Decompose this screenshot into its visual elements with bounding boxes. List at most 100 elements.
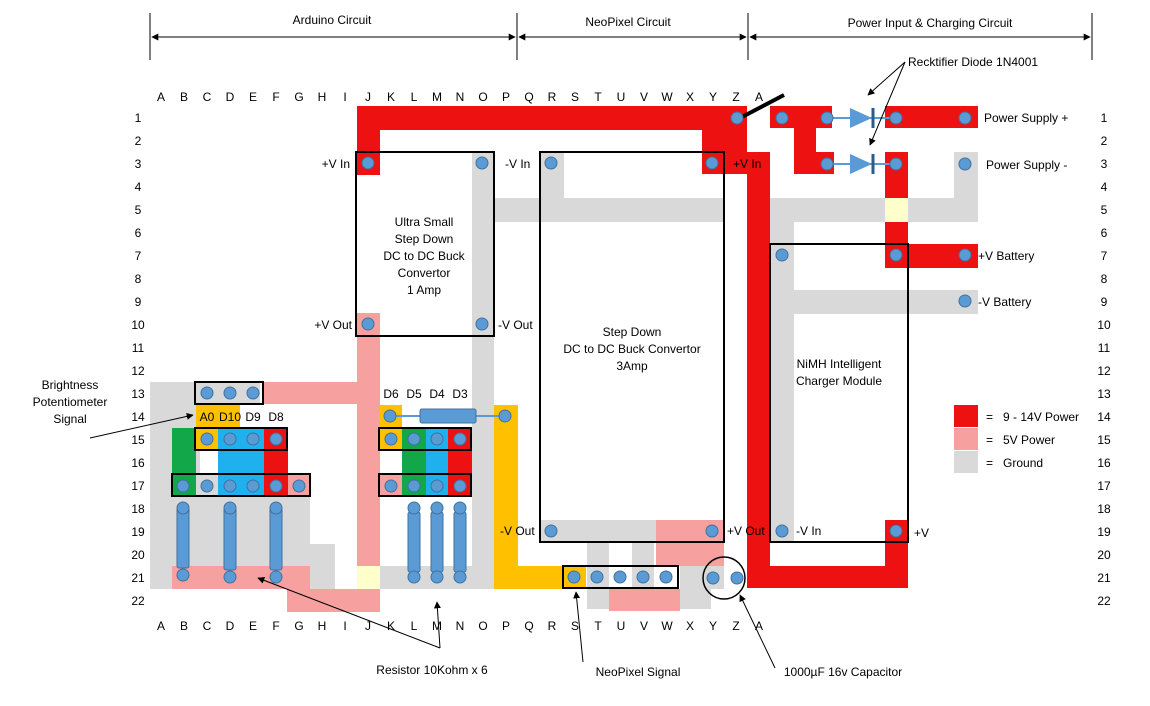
pin-labels: +V In -V In +V Out -V Out +V In -V Out +… (200, 111, 1069, 540)
resistor-2 (223, 507, 237, 571)
legend-swatch-high (954, 405, 978, 427)
row-label-left: 5 (135, 203, 142, 217)
column-label-bottom: T (594, 619, 602, 633)
row-label-right: 18 (1097, 502, 1111, 516)
solder-pad (730, 571, 744, 585)
solder-pad (636, 570, 650, 584)
column-label-top: O (478, 90, 487, 104)
legend-swatch-5v (954, 428, 978, 450)
column-label-top: L (411, 90, 418, 104)
column-label-bottom: A (157, 619, 165, 633)
row-label-right: 5 (1101, 203, 1108, 217)
small-vin-label: +V In (322, 157, 350, 171)
row-label-right: 16 (1097, 456, 1111, 470)
column-label-top: V (640, 90, 648, 104)
column-label-top: W (661, 90, 673, 104)
column-label-top: U (617, 90, 626, 104)
module-small-buck: Ultra Small Step Down DC to DC Buck Conv… (355, 151, 495, 337)
column-label-bottom: X (686, 619, 694, 633)
column-label-top: A (157, 90, 165, 104)
pin-d10: D10 (219, 410, 241, 424)
capacitor-outline (702, 556, 746, 600)
resistor-6 (453, 511, 467, 573)
column-label-top: Y (709, 90, 717, 104)
pin-a0: A0 (200, 410, 215, 424)
annotation-texts: Recktifier Diode 1N4001 Brightness Poten… (33, 55, 1039, 679)
column-label-top: R (548, 90, 557, 104)
solder-pad (361, 317, 375, 331)
small-buck-line-3: DC to DC Buck (383, 249, 465, 263)
solder-pad (730, 111, 744, 125)
row-label-left: 10 (131, 318, 145, 332)
row-label-right: 13 (1097, 387, 1111, 401)
resistor-5 (430, 511, 444, 573)
psu-plus-label: Power Supply + (984, 111, 1068, 125)
solder-pad (269, 479, 283, 493)
legend-label-5v: = 5V Power (986, 433, 1055, 447)
solder-pad (407, 432, 421, 446)
column-label-bottom: U (617, 619, 626, 633)
column-label-top: I (343, 90, 346, 104)
column-label-bottom: Y (709, 619, 717, 633)
column-label-bottom: I (343, 619, 346, 633)
row-label-left: 22 (131, 594, 145, 608)
solder-pad (475, 317, 489, 331)
row-label-left: 20 (131, 548, 145, 562)
solder-pad (453, 570, 467, 584)
column-label-top: H (318, 90, 327, 104)
small-gnd-out-label: -V Out (498, 318, 533, 332)
solder-pad (176, 479, 190, 493)
solder-pad (613, 570, 627, 584)
solder-pad (384, 479, 398, 493)
column-label-bottom: H (318, 619, 327, 633)
solder-pad (430, 501, 444, 515)
row-label-right: 6 (1101, 226, 1108, 240)
row-label-left: 16 (131, 456, 145, 470)
small-gnd-in-label: -V In (505, 157, 530, 171)
solder-pad (269, 432, 283, 446)
pin-d5: D5 (406, 387, 422, 401)
row-label-right: 9 (1101, 295, 1108, 309)
solder-pad (407, 479, 421, 493)
big-vin-label: +V In (733, 157, 761, 171)
row-label-right: 21 (1097, 571, 1111, 585)
column-label-bottom: D (226, 619, 235, 633)
resistor-annotation: Resistor 10Kohm x 6 (376, 663, 488, 677)
column-label-bottom: R (548, 619, 557, 633)
solder-pad (383, 409, 397, 423)
solder-pad (223, 501, 237, 515)
row-label-right: 11 (1098, 341, 1111, 355)
solder-pad (775, 248, 789, 262)
column-label-top: J (365, 90, 371, 104)
section-label-neopixel: NeoPixel Circuit (585, 15, 671, 29)
row-label-left: 15 (131, 433, 145, 447)
row-label-left: 18 (131, 502, 145, 516)
row-label-right: 10 (1097, 318, 1111, 332)
solder-pad (775, 111, 789, 125)
solder-pad (590, 570, 604, 584)
small-buck-line-1: Ultra Small (395, 215, 454, 229)
column-label-top: T (594, 90, 602, 104)
pin-d4: D4 (429, 387, 445, 401)
legend-label-high: = 9 - 14V Power (986, 410, 1079, 424)
solder-pad (453, 501, 467, 515)
solder-pad (889, 157, 903, 171)
pin-headers (171, 381, 679, 589)
row-label-left: 11 (132, 341, 145, 355)
row-label-right: 4 (1101, 180, 1108, 194)
row-label-right: 12 (1097, 364, 1111, 378)
resistor-4 (407, 511, 421, 573)
column-label-bottom: O (478, 619, 487, 633)
column-label-bottom: A (755, 619, 763, 633)
solder-pad (820, 157, 834, 171)
legend: = 9 - 14V Power = 5V Power = Ground (954, 405, 1079, 473)
big-buck-line-2: DC to DC Buck Convertor (563, 342, 700, 356)
solder-pad (958, 111, 972, 125)
solder-pad (775, 524, 789, 538)
column-label-bottom: N (456, 619, 465, 633)
column-label-top: P (502, 90, 510, 104)
solder-pad (223, 432, 237, 446)
